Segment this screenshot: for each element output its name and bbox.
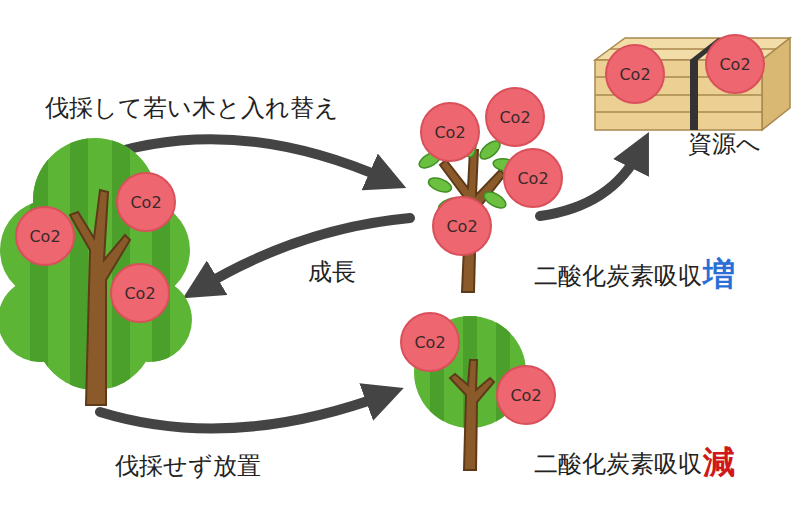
step-label: 伐採して若い木と入れ替え [45,94,339,123]
co2-text: Co2 [29,227,60,246]
co2-bubble: Co2 [420,102,480,162]
co2-bubble: Co2 [110,263,170,323]
result-label: 二酸化炭素吸収 [534,262,702,291]
co2-bubble: Co2 [705,34,765,94]
step-label: 伐採せず放置 [115,452,261,481]
old-tree [0,130,200,420]
co2-text: Co2 [124,284,155,303]
co2-bubble: Co2 [496,365,556,425]
co2-bubble: Co2 [400,312,460,372]
co2-text: Co2 [719,55,750,74]
co2-bubble: Co2 [485,87,545,147]
co2-text: Co2 [446,217,477,236]
step-label: 成長 [308,258,356,287]
young-tree [417,133,518,292]
co2-bubble: Co2 [432,196,492,256]
co2-bubble: Co2 [15,206,75,266]
co2-text: Co2 [130,193,161,212]
co2-text: Co2 [517,169,548,188]
co2-text: Co2 [510,386,541,405]
co2-text: Co2 [619,65,650,84]
co2-bubble: Co2 [503,148,563,208]
co2-text: Co2 [414,333,445,352]
step-label: 資源へ [688,130,761,159]
co2-text: Co2 [499,108,530,127]
co2-text: Co2 [434,123,465,142]
result-label: 二酸化炭素吸収 [534,450,702,479]
co2-bubble: Co2 [605,44,665,104]
co2-bubble: Co2 [116,172,176,232]
increase-mark: 増 [703,255,735,293]
decrease-mark: 減 [703,443,735,481]
